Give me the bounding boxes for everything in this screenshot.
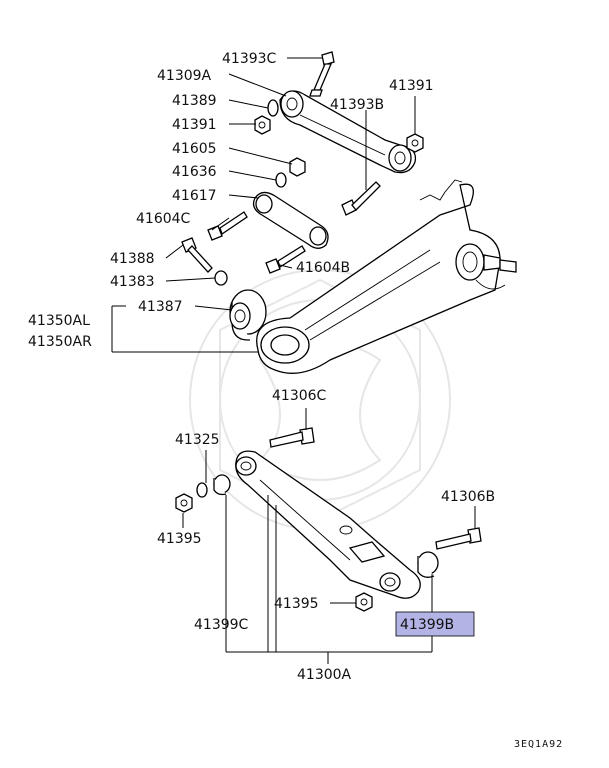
bushing-41399C[interactable] — [213, 474, 231, 496]
nut-41395-left[interactable] — [175, 493, 193, 513]
part-labels: 41393C 41309A 41391 41389 41393B 41391 4… — [28, 51, 563, 750]
bolt-41306B[interactable] — [435, 527, 482, 550]
bolt-41306C[interactable] — [269, 427, 315, 448]
highlight-box-41399B[interactable] — [395, 611, 475, 637]
nut-41391-right[interactable] — [406, 133, 424, 153]
label-41395-bottom[interactable]: 41395 — [274, 596, 319, 612]
link-41617[interactable] — [252, 191, 329, 249]
label-41388[interactable]: 41388 — [110, 251, 155, 267]
label-41604C[interactable]: 41604C — [136, 211, 191, 227]
label-41393B[interactable]: 41393B — [330, 97, 384, 113]
label-41389[interactable]: 41389 — [172, 93, 217, 109]
label-41309A[interactable]: 41309A — [157, 68, 212, 84]
label-41617[interactable]: 41617 — [172, 188, 217, 204]
bolt-41604B[interactable] — [265, 245, 306, 274]
nut-41605[interactable] — [289, 157, 306, 177]
bolt-41393B[interactable] — [341, 181, 381, 216]
label-41399C[interactable]: 41399C — [194, 617, 249, 633]
label-41393C[interactable]: 41393C — [222, 51, 277, 67]
label-41605[interactable]: 41605 — [172, 141, 217, 157]
label-41300A[interactable]: 41300A — [297, 667, 352, 683]
label-41383[interactable]: 41383 — [110, 274, 155, 290]
label-41391-left[interactable]: 41391 — [172, 117, 217, 133]
label-41325[interactable]: 41325 — [175, 432, 220, 448]
washer-41389[interactable] — [267, 99, 279, 117]
nut-41391-left[interactable] — [254, 115, 271, 135]
label-41399B[interactable]: 41399B — [400, 617, 454, 633]
label-41306B[interactable]: 41306B — [441, 489, 495, 505]
washer-41383[interactable] — [214, 270, 228, 286]
leader-lines — [111, 57, 476, 664]
label-41306C[interactable]: 41306C — [272, 388, 327, 404]
label-41350AR[interactable]: 41350AR — [28, 334, 92, 350]
diagram-code: 3EQ1A92 — [514, 739, 563, 750]
label-41604B[interactable]: 41604B — [296, 260, 350, 276]
upper-arm-41309A[interactable] — [279, 90, 417, 174]
nut-41395-bottom[interactable] — [355, 592, 373, 612]
washer-41325[interactable] — [196, 482, 208, 498]
bushing-41399B[interactable] — [417, 551, 439, 578]
label-41387[interactable]: 41387 — [138, 299, 183, 315]
label-41395-left[interactable]: 41395 — [157, 531, 202, 547]
label-41391-top[interactable]: 41391 — [389, 78, 434, 94]
label-41350AL[interactable]: 41350AL — [28, 313, 90, 329]
trailing-arm-41350[interactable] — [256, 179, 517, 374]
bolt-41393C[interactable] — [309, 51, 335, 97]
label-41636[interactable]: 41636 — [172, 164, 217, 180]
lower-arm-41300A[interactable] — [235, 450, 421, 599]
washer-41636[interactable] — [275, 172, 287, 188]
bushing-41387[interactable] — [229, 289, 267, 341]
bolt-41604C[interactable] — [207, 211, 248, 241]
bolt-41388[interactable] — [181, 237, 213, 273]
